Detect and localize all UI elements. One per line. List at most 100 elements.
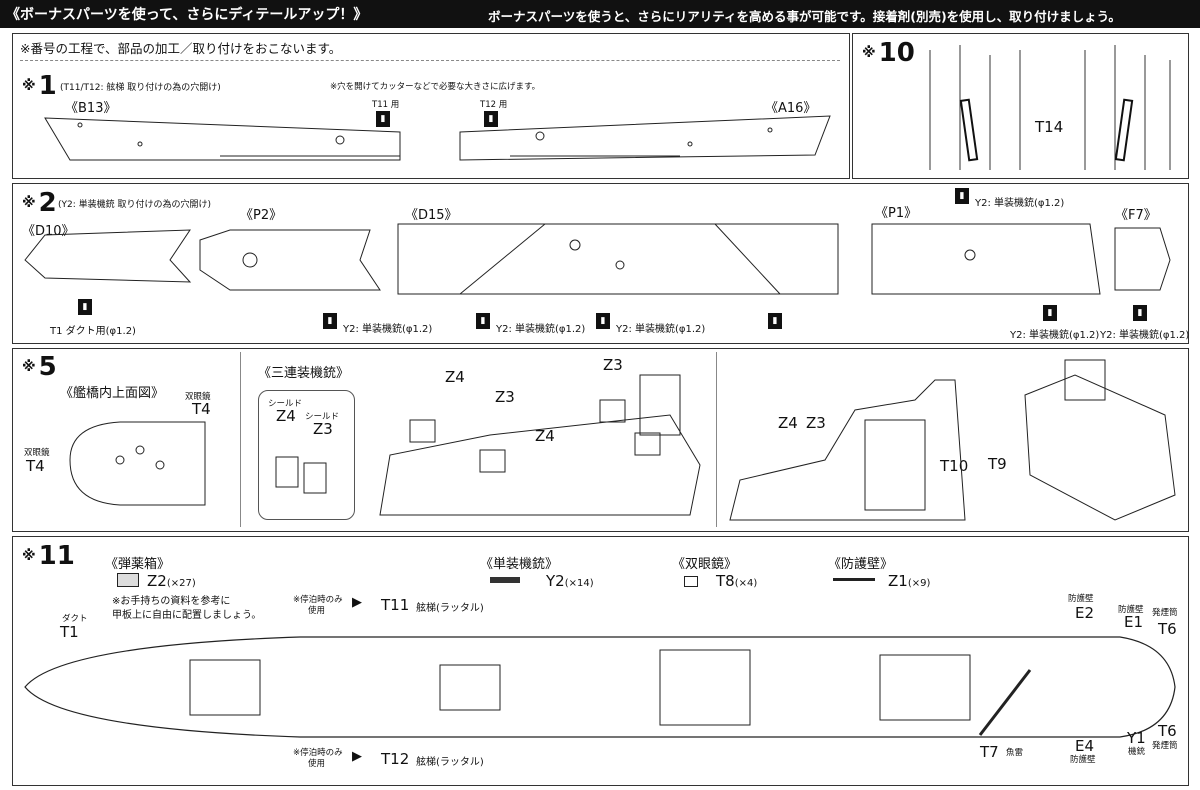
drill-icon: ▮: [1133, 305, 1147, 321]
gangway-label: 舷梯(ラッタル): [416, 603, 484, 614]
step-11-number: ※11: [22, 541, 75, 571]
wall-icon: [833, 578, 875, 586]
bridge-side-drawing: [729, 379, 966, 521]
triple-mg-title: 《三連装機銃》: [258, 366, 350, 381]
flare-label: 発煙筒: [1152, 608, 1178, 618]
section-5-panel: [12, 348, 1189, 532]
divider: [20, 60, 840, 61]
y2-label: Y2: 単装機銃(φ1.2): [496, 324, 586, 335]
hull-b13-drawing: [44, 115, 831, 161]
step-1-note-2: ※穴を開けてカッターなどで必要な大きさに広げます。: [330, 82, 541, 92]
e4-label: E4: [1075, 737, 1095, 755]
z1-label: Z1(×9): [888, 572, 931, 590]
e1-label: E1: [1124, 613, 1144, 631]
t6-label: T6: [1158, 722, 1177, 740]
t12-arrow: ▶: [352, 749, 362, 764]
header-title-right: ボーナスパーツを使うと、さらにリアリティを高める事が可能です。接着剤(別売)を使…: [488, 9, 1121, 24]
drill-icon: ▮: [78, 299, 92, 315]
part-d10-label: 《D10》: [22, 224, 75, 239]
section-divider: [240, 352, 241, 527]
mg-label: 機銃: [1128, 747, 1146, 757]
t8-label: T8(×4): [716, 572, 758, 590]
section-1-panel: [12, 33, 850, 179]
drill-icon: ▮: [768, 313, 782, 329]
t12-label: T12: [381, 750, 410, 768]
intro-note: ※番号の工程で、部品の加工／取り付けをおこないます。: [20, 41, 342, 56]
step-2-number: ※2: [22, 188, 57, 218]
header-title-left: 《ボーナスパーツを使って、さらにディテールアップ！》: [6, 7, 368, 23]
z3-label: Z3: [495, 388, 515, 406]
use-note: 使用: [308, 759, 326, 769]
binocular-icon: [684, 576, 698, 587]
step-1-note: (T11/T12: 舷梯 取り付けの為の穴開け): [60, 83, 221, 93]
y2-label: Y2(×14): [546, 572, 594, 590]
flare-label: 発煙筒: [1152, 741, 1178, 751]
part-p1-label: 《P1》: [875, 206, 918, 221]
drill-icon: ▮: [323, 313, 337, 329]
z2-label: Z2(×27): [147, 572, 196, 590]
bridge-iso-drawing: [1024, 359, 1176, 521]
mast-drawing: [929, 45, 1171, 170]
drill-icon: ▮: [476, 313, 490, 329]
binocular-label: 双眼鏡: [24, 448, 50, 458]
ammo-box-icon: [117, 573, 139, 587]
z4-label: Z4: [778, 414, 798, 432]
t11-label: T11 用: [372, 100, 400, 110]
t12-label: T12 用: [480, 100, 508, 110]
use-note: 使用: [308, 606, 326, 616]
y2-label: Y2: 単装機銃(φ1.2): [616, 324, 706, 335]
t11-label: T11: [381, 596, 410, 614]
z4-label: Z4: [445, 368, 465, 386]
ammo-box-title: 《弾薬箱》: [105, 557, 171, 572]
deck-parts-drawing: [24, 223, 1171, 295]
moor-note: ※停泊時のみ: [293, 748, 343, 758]
t14-label: T14: [1035, 118, 1064, 136]
drill-icon: ▮: [484, 111, 498, 127]
part-f7-label: 《F7》: [1115, 208, 1157, 223]
z3-label: Z3: [806, 414, 826, 432]
wall-label: 防護壁: [1068, 594, 1094, 604]
t11-arrow: ▶: [352, 595, 362, 610]
step-2-note: (Y2: 単装機銃 取り付けの為の穴開け): [58, 200, 212, 210]
z3-label: Z3: [603, 356, 623, 374]
header-bar: 《ボーナスパーツを使って、さらにディテールアップ！》 ボーナスパーツを使うと、さ…: [0, 0, 1200, 28]
shield-label: シールド: [268, 399, 303, 409]
ship-deck-plan-drawing: [24, 636, 1176, 738]
part-p2-label: 《P2》: [240, 208, 283, 223]
bridge-top-view-title: 《艦橋内上面図》: [60, 386, 165, 401]
t1-label: T1: [60, 623, 79, 641]
y1-label: Y1: [1127, 729, 1146, 747]
part-d15-label: 《D15》: [405, 208, 458, 223]
ammo-note: ※お手持ちの資料を参考に: [112, 596, 231, 607]
bridge-top-drawing: [69, 421, 206, 506]
y2-label: Y2: 単装機銃(φ1.2): [343, 324, 433, 335]
ammo-note: 甲板上に自由に配置しましょう。: [112, 610, 262, 621]
step-1-number: ※1: [22, 71, 57, 101]
part-b13-label: 《B13》: [65, 101, 117, 116]
drill-icon: ▮: [376, 111, 390, 127]
single-mg-title: 《単装機銃》: [480, 557, 559, 572]
section-11-panel: [12, 536, 1189, 786]
z4-label: Z4: [535, 427, 555, 445]
y2-label: Y2: 単装機銃(φ1.2): [1010, 330, 1100, 341]
torpedo-label: 魚雷: [1006, 748, 1024, 758]
section-divider: [716, 352, 717, 527]
binocular-title: 《双眼鏡》: [672, 557, 738, 572]
z3-label: Z3: [313, 420, 333, 438]
moor-note: ※停泊時のみ: [293, 595, 343, 605]
drill-icon: ▮: [596, 313, 610, 329]
t1-duct-label: T1 ダクト用(φ1.2): [50, 326, 136, 337]
triple-mg-box: [258, 390, 355, 520]
e2-label: E2: [1075, 604, 1095, 622]
z4-label: Z4: [276, 407, 296, 425]
single-mg-icon: [490, 577, 520, 583]
triple-mg-drawing: [275, 456, 327, 494]
drill-icon: ▮: [955, 188, 969, 204]
y2-label: Y2: 単装機銃(φ1.2): [975, 198, 1065, 209]
mg-platform-drawing: [379, 374, 701, 516]
duct-label: ダクト: [62, 614, 88, 624]
t4-label: T4: [26, 457, 45, 475]
binocular-label: 双眼鏡: [185, 392, 211, 402]
shield-label: シールド: [305, 412, 340, 422]
drill-icon: ▮: [1043, 305, 1057, 321]
